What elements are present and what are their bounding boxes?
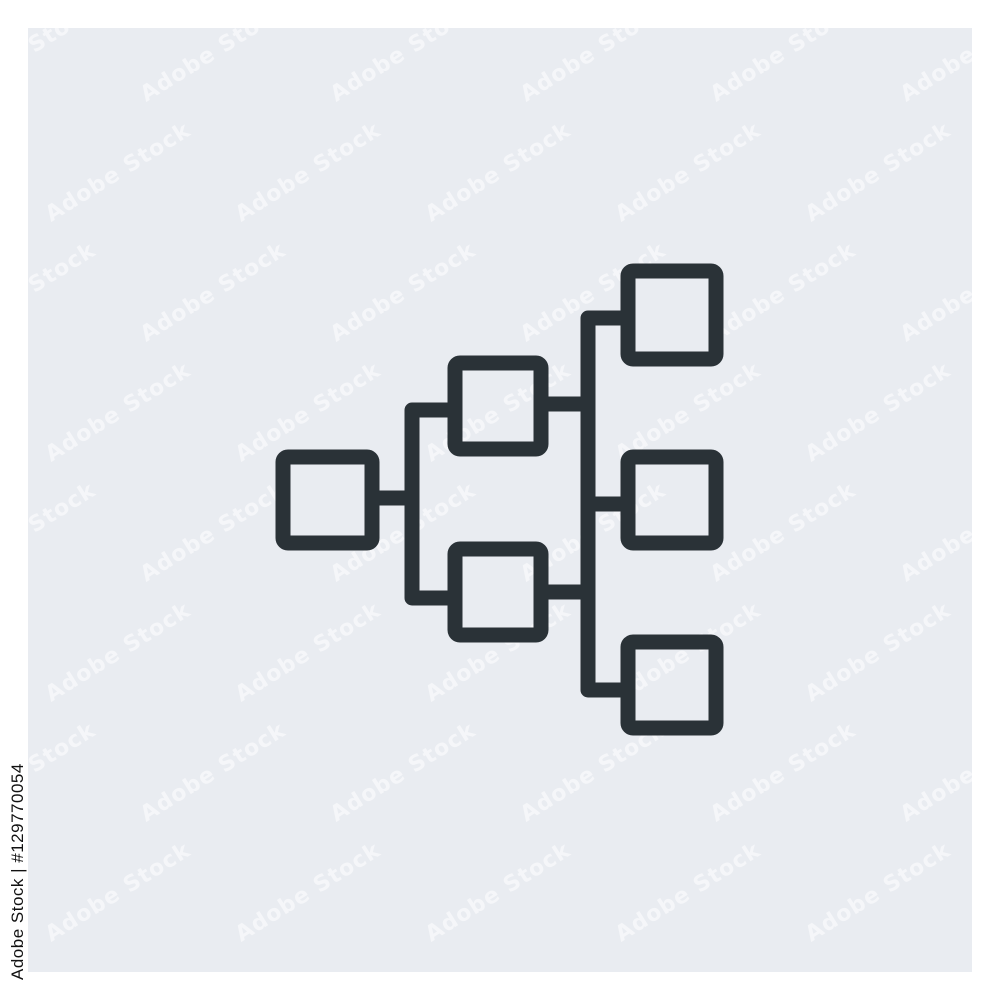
node-level2-top [447, 355, 549, 457]
connector-trunk [580, 310, 636, 698]
node-level3-top [620, 263, 724, 367]
node-level2-bottom [447, 541, 549, 643]
icon-card [28, 28, 972, 972]
connector-root-to-branch [364, 402, 463, 606]
node-root [275, 449, 380, 551]
stock-id-label: Adobe Stock | #129770054 [8, 763, 27, 980]
node-level3-bottom [620, 634, 724, 736]
node-level3-middle [620, 449, 724, 551]
